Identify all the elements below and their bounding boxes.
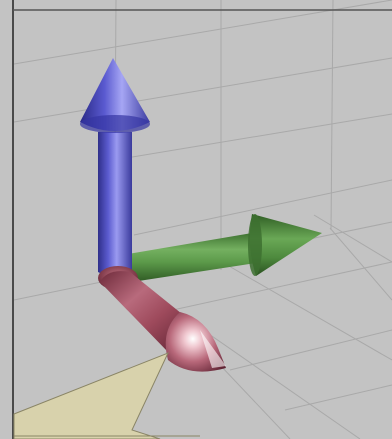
callout-tooltip: [13, 352, 200, 439]
blue-axis-cone: [80, 58, 150, 131]
red-axis-arrow[interactable]: [98, 266, 226, 372]
green-axis-shaft: [126, 232, 264, 282]
grid-lines: [13, 0, 392, 439]
blue-axis-cone-base: [80, 115, 150, 133]
green-axis-cone: [249, 214, 322, 276]
viewport-frame: [12, 0, 392, 439]
red-axis-cone-tip: [200, 330, 226, 368]
blue-axis-arrow[interactable]: [80, 58, 150, 277]
green-axis-arrow[interactable]: [126, 214, 322, 282]
green-axis-cone-base: [248, 214, 262, 276]
blue-axis-shaft: [98, 132, 132, 277]
